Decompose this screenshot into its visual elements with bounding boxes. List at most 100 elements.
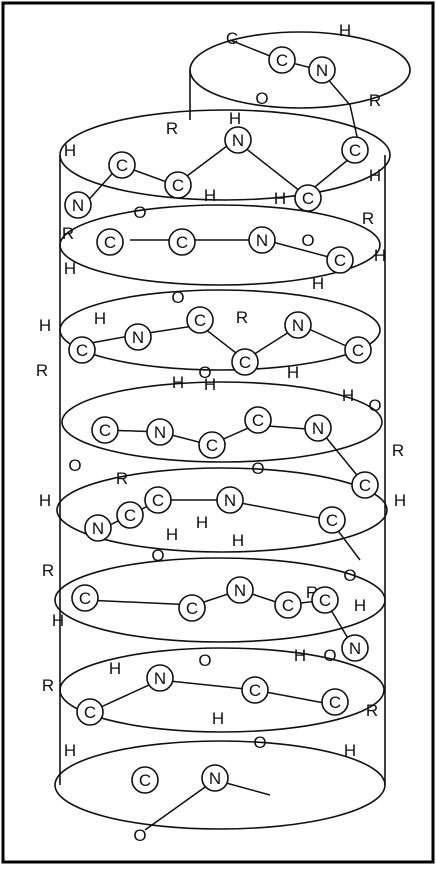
atom-label: C bbox=[139, 771, 151, 790]
atom-circle bbox=[318, 506, 346, 534]
atom-circle bbox=[76, 698, 104, 726]
atom-label: H bbox=[369, 166, 381, 185]
atom-circle bbox=[71, 584, 99, 612]
atom-o: O bbox=[133, 203, 146, 222]
atom-c: C bbox=[274, 591, 302, 619]
atom-n: N bbox=[146, 664, 174, 692]
atom-circle bbox=[241, 676, 269, 704]
atom-n: N bbox=[124, 323, 152, 351]
atom-label: O bbox=[198, 363, 211, 382]
atom-h: H bbox=[166, 525, 178, 544]
atom-label: C bbox=[124, 506, 136, 525]
atom-o: O bbox=[171, 288, 184, 307]
atom-o: O bbox=[133, 826, 146, 845]
atom-h: H bbox=[212, 709, 224, 728]
atom-h: H bbox=[339, 21, 351, 40]
atom-label: C bbox=[282, 596, 294, 615]
atom-label: N bbox=[72, 196, 84, 215]
atom-o: O bbox=[198, 651, 211, 670]
atom-label: N bbox=[132, 328, 144, 347]
atom-label: H bbox=[39, 316, 51, 335]
atom-circle bbox=[268, 46, 296, 74]
atom-n: N bbox=[304, 414, 332, 442]
atom-label: R bbox=[166, 119, 178, 138]
atom-r: R bbox=[362, 209, 374, 228]
atom-label: H bbox=[52, 611, 64, 630]
atom-label: R bbox=[42, 676, 54, 695]
atom-o: O bbox=[301, 231, 314, 250]
atom-label: N bbox=[292, 316, 304, 335]
atom-label: H bbox=[94, 309, 106, 328]
atom-n: N bbox=[64, 191, 92, 219]
atom-circle bbox=[326, 246, 354, 274]
atom-label: H bbox=[212, 709, 224, 728]
atom-circle bbox=[168, 228, 196, 256]
atom-h: H bbox=[204, 375, 216, 394]
atom-label: H bbox=[172, 373, 184, 392]
atom-label: C bbox=[176, 233, 188, 252]
atom-label: C bbox=[276, 51, 288, 70]
atom-circle bbox=[178, 594, 206, 622]
backbone-segment bbox=[130, 239, 341, 261]
atom-circle bbox=[68, 336, 96, 364]
atom-label: C bbox=[194, 311, 206, 330]
atom-circle bbox=[344, 336, 372, 364]
atom-label: C bbox=[152, 491, 164, 510]
atom-h: H bbox=[64, 141, 76, 160]
atom-c: C bbox=[321, 688, 349, 716]
atom-r: R bbox=[392, 441, 404, 460]
atom-label: N bbox=[256, 231, 268, 250]
atom-label: R bbox=[362, 209, 374, 228]
atom-c: C bbox=[144, 486, 172, 514]
atom-circle bbox=[108, 151, 136, 179]
atom-label: H bbox=[229, 109, 241, 128]
atom-n: N bbox=[308, 56, 336, 84]
atom-label: C bbox=[206, 436, 218, 455]
atom-label: C bbox=[334, 251, 346, 270]
atom-c: C bbox=[168, 228, 196, 256]
atom-h: H bbox=[52, 611, 64, 630]
atom-label: H bbox=[232, 531, 244, 550]
atom-label: H bbox=[287, 363, 299, 382]
atom-label: H bbox=[109, 659, 121, 678]
atom-label: C bbox=[186, 599, 198, 618]
atom-c: C bbox=[91, 416, 119, 444]
atom-c: C bbox=[71, 584, 99, 612]
atom-label: H bbox=[312, 274, 324, 293]
atom-label: O bbox=[255, 89, 268, 108]
atom-label: O bbox=[323, 646, 336, 665]
atom-label: R bbox=[36, 361, 48, 380]
atom-label: C bbox=[99, 421, 111, 440]
atom-c: C bbox=[268, 46, 296, 74]
atom-label: O bbox=[251, 459, 264, 478]
atom-label: C bbox=[326, 511, 338, 530]
atom-c: C bbox=[131, 766, 159, 794]
atom-label: C bbox=[329, 693, 341, 712]
atom-h: H bbox=[312, 274, 324, 293]
atom-h: H bbox=[109, 659, 121, 678]
atom-circle bbox=[294, 184, 322, 212]
helix-turn-6 bbox=[56, 467, 388, 553]
atom-label: R bbox=[369, 91, 381, 110]
atom-c: C bbox=[241, 676, 269, 704]
atom-r: R bbox=[42, 676, 54, 695]
atom-r: R bbox=[236, 308, 248, 327]
atom-circle bbox=[116, 501, 144, 529]
atom-label: R bbox=[62, 224, 74, 243]
atom-circle bbox=[304, 414, 332, 442]
atom-circle bbox=[146, 664, 174, 692]
atom-h: H bbox=[196, 513, 208, 532]
atom-circle bbox=[91, 416, 119, 444]
atom-r: R bbox=[62, 224, 74, 243]
atom-n: N bbox=[226, 576, 254, 604]
atom-label: H bbox=[196, 513, 208, 532]
atom-c: C bbox=[326, 246, 354, 274]
atom-label: O bbox=[151, 546, 164, 565]
atom-o: O bbox=[323, 646, 336, 665]
atom-label: R bbox=[42, 561, 54, 580]
atom-h: H bbox=[39, 491, 51, 510]
atom-label: H bbox=[166, 525, 178, 544]
atom-r: R bbox=[36, 361, 48, 380]
atom-label: O bbox=[68, 456, 81, 475]
atom-circle bbox=[351, 471, 379, 499]
